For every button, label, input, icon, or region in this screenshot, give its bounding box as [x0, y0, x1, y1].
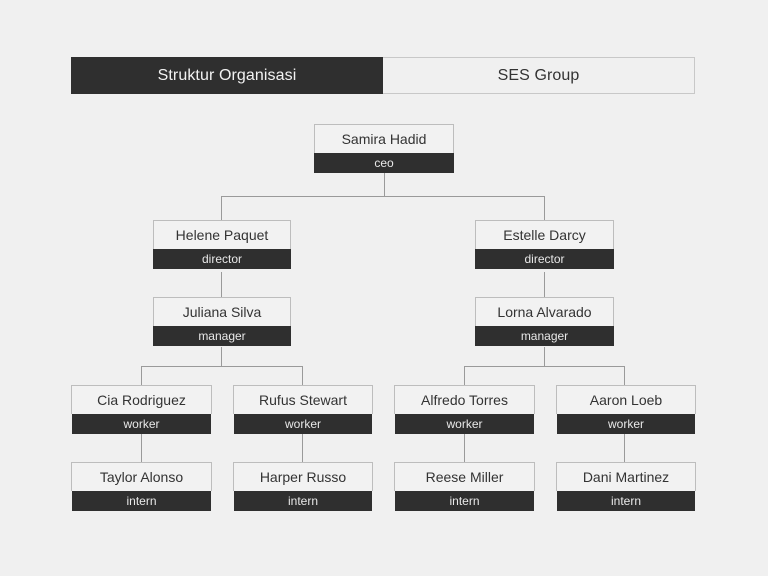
node-director-right[interactable]: Estelle Darcy director	[475, 220, 614, 269]
node-role: ceo	[314, 153, 454, 173]
connector-worker-2-drop	[302, 366, 303, 385]
header-title-tab[interactable]: Struktur Organisasi	[71, 57, 383, 94]
node-role: worker	[395, 414, 534, 434]
node-intern-1[interactable]: Taylor Alonso intern	[71, 462, 212, 512]
node-name: Estelle Darcy	[475, 220, 614, 249]
header-group-tab[interactable]: SES Group	[383, 57, 695, 94]
connector-ceo-bus	[221, 196, 545, 197]
node-name: Samira Hadid	[314, 124, 454, 153]
node-name: Rufus Stewart	[233, 385, 373, 414]
node-role: manager	[475, 326, 614, 346]
node-role: worker	[72, 414, 211, 434]
connector-worker-1-drop	[141, 366, 142, 385]
connector-manager-left-bus	[141, 366, 303, 367]
node-role: director	[153, 249, 291, 269]
node-role: worker	[234, 414, 372, 434]
connector-director-right-to-manager	[544, 272, 545, 298]
node-name: Dani Martinez	[556, 462, 696, 491]
connector-manager-right-bus	[464, 366, 625, 367]
node-role: intern	[557, 491, 695, 511]
node-manager-right[interactable]: Lorna Alvarado manager	[475, 297, 614, 346]
node-name: Reese Miller	[394, 462, 535, 491]
node-name: Juliana Silva	[153, 297, 291, 326]
connector-director-left-to-manager	[221, 272, 222, 298]
connector-worker-3-drop	[464, 366, 465, 385]
node-intern-2[interactable]: Harper Russo intern	[233, 462, 373, 512]
node-ceo[interactable]: Samira Hadid ceo	[314, 124, 454, 173]
node-worker-3[interactable]: Alfredo Torres worker	[394, 385, 535, 435]
node-role: manager	[153, 326, 291, 346]
node-manager-left[interactable]: Juliana Silva manager	[153, 297, 291, 346]
node-name: Lorna Alvarado	[475, 297, 614, 326]
node-worker-4[interactable]: Aaron Loeb worker	[556, 385, 696, 435]
node-name: Harper Russo	[233, 462, 373, 491]
node-worker-1[interactable]: Cia Rodriguez worker	[71, 385, 212, 435]
connector-ceo-drop	[384, 172, 385, 196]
connector-worker-2-to-intern	[302, 434, 303, 462]
node-name: Helene Paquet	[153, 220, 291, 249]
node-name: Aaron Loeb	[556, 385, 696, 414]
node-name: Cia Rodriguez	[71, 385, 212, 414]
chart-header: Struktur Organisasi SES Group	[71, 57, 695, 94]
node-role: worker	[557, 414, 695, 434]
connector-worker-4-to-intern	[624, 434, 625, 462]
node-role: intern	[72, 491, 211, 511]
connector-worker-3-to-intern	[464, 434, 465, 462]
node-name: Alfredo Torres	[394, 385, 535, 414]
connector-ceo-to-left	[221, 196, 222, 220]
node-worker-2[interactable]: Rufus Stewart worker	[233, 385, 373, 435]
node-role: intern	[234, 491, 372, 511]
connector-manager-left-drop	[221, 347, 222, 366]
connector-worker-1-to-intern	[141, 434, 142, 462]
node-name: Taylor Alonso	[71, 462, 212, 491]
node-director-left[interactable]: Helene Paquet director	[153, 220, 291, 269]
node-role: director	[475, 249, 614, 269]
node-intern-3[interactable]: Reese Miller intern	[394, 462, 535, 512]
connector-manager-right-drop	[544, 347, 545, 366]
connector-ceo-to-right	[544, 196, 545, 220]
connector-worker-4-drop	[624, 366, 625, 385]
node-intern-4[interactable]: Dani Martinez intern	[556, 462, 696, 512]
node-role: intern	[395, 491, 534, 511]
